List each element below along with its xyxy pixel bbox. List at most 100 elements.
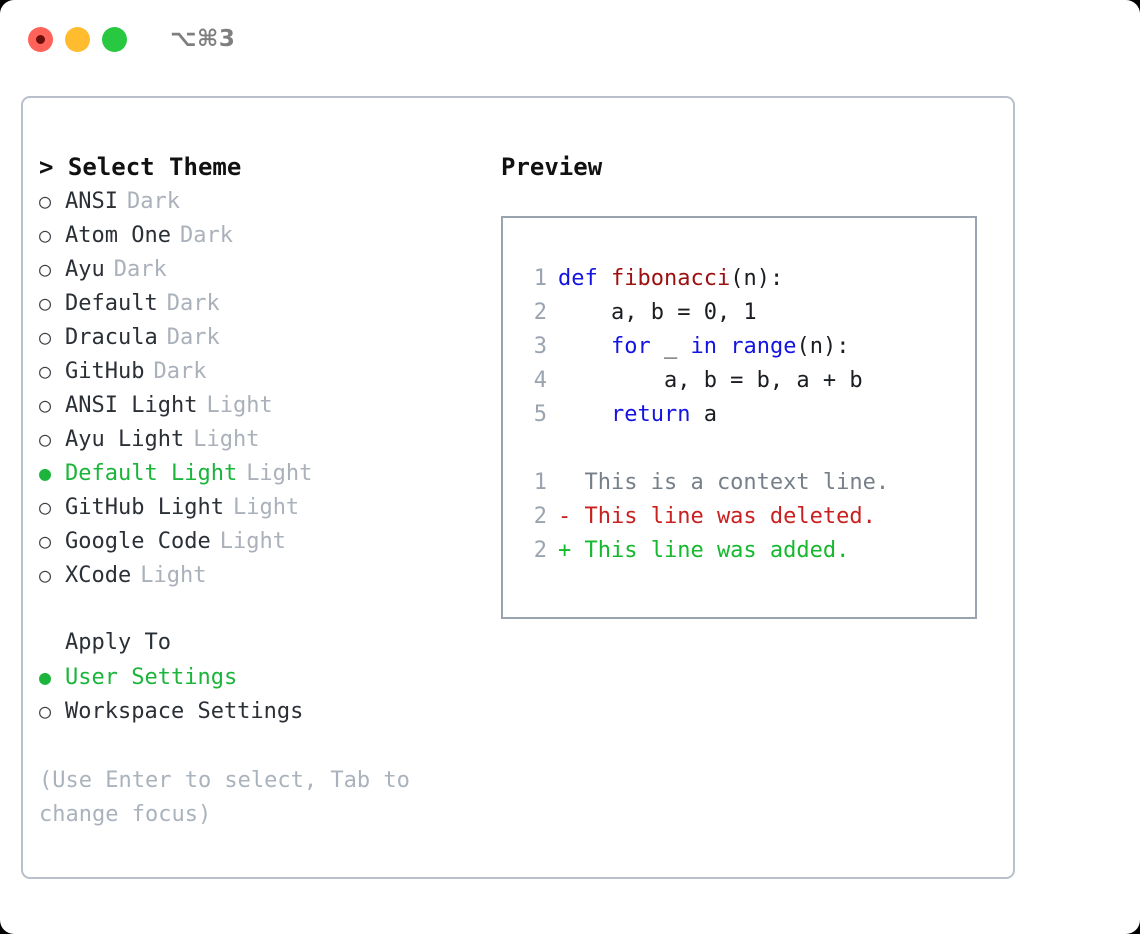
diff-line: 2 + This line was added. bbox=[521, 534, 975, 568]
minimize-light-icon[interactable] bbox=[65, 26, 90, 52]
diff-line: 2- This line was deleted. bbox=[521, 500, 975, 534]
theme-option-default-light[interactable]: ● Default Light Light bbox=[39, 456, 469, 490]
zoom-light-icon[interactable] bbox=[102, 26, 127, 52]
theme-option-label: ANSI Light bbox=[65, 393, 198, 418]
code-token: in bbox=[690, 334, 717, 359]
code-token: a, b = b, a + b bbox=[558, 368, 863, 393]
radio-unselected-icon: ○ bbox=[39, 325, 52, 349]
code-line: 4 a, b = b, a + b bbox=[521, 364, 975, 398]
diff-line: 1 This is a context line. bbox=[521, 466, 975, 500]
radio-selected-icon: ● bbox=[39, 461, 52, 485]
code-token: + This line was added. bbox=[558, 538, 850, 563]
keyboard-shortcut-label: ⌥⌘3 bbox=[170, 26, 236, 52]
radio-unselected-icon: ○ bbox=[39, 189, 52, 213]
radio-unselected-icon: ○ bbox=[39, 223, 52, 247]
code-token bbox=[558, 398, 611, 432]
theme-option-tag: Dark bbox=[179, 223, 233, 248]
apply-to-option-label: User Settings bbox=[65, 665, 238, 690]
window-controls bbox=[28, 26, 127, 52]
code-line: 5 return a bbox=[521, 398, 975, 432]
apply-to-option-workspace-settings[interactable]: ○ Workspace Settings bbox=[39, 694, 469, 728]
theme-option-ayu[interactable]: ○ Ayu Dark bbox=[39, 252, 469, 286]
theme-option-tag: Light bbox=[219, 529, 286, 554]
line-number: 2 bbox=[533, 538, 547, 563]
theme-option-github-light[interactable]: ○ GitHub Light Light bbox=[39, 490, 469, 524]
code-token: range bbox=[730, 334, 797, 359]
theme-option-tag: Light bbox=[232, 495, 300, 520]
theme-option-label: Default Light bbox=[65, 461, 238, 486]
theme-option-label: ANSI bbox=[65, 189, 118, 214]
radio-unselected-icon: ○ bbox=[39, 699, 52, 723]
code-token: _ bbox=[650, 334, 691, 359]
theme-option-label: Ayu bbox=[65, 257, 105, 282]
theme-option-atom-one[interactable]: ○ Atom One Dark bbox=[39, 218, 469, 252]
theme-option-tag: Dark bbox=[126, 189, 180, 214]
theme-option-tag: Dark bbox=[166, 325, 220, 350]
radio-unselected-icon: ○ bbox=[39, 563, 52, 587]
theme-option-tag: Light bbox=[206, 393, 273, 418]
theme-option-tag: Light bbox=[246, 461, 313, 486]
theme-option-tag: Dark bbox=[166, 291, 220, 316]
code-token: This is a context line. bbox=[558, 470, 890, 495]
radio-unselected-icon: ○ bbox=[39, 359, 52, 383]
theme-option-label: GitHub bbox=[65, 359, 145, 384]
radio-selected-icon: ● bbox=[39, 665, 52, 689]
apply-to-heading: ○ Apply To bbox=[39, 626, 469, 660]
theme-option-ansi[interactable]: ○ ANSI Dark bbox=[39, 184, 469, 218]
radio-unselected-icon: ○ bbox=[39, 257, 52, 281]
theme-option-label: Atom One bbox=[65, 223, 171, 248]
code-token bbox=[717, 330, 730, 364]
code-diff-spacer bbox=[521, 432, 975, 466]
code-token: a, b = 0, 1 bbox=[558, 300, 757, 325]
line-number: 3 bbox=[533, 334, 547, 359]
close-light-icon[interactable] bbox=[28, 26, 53, 52]
code-token: fibonacci bbox=[610, 266, 731, 291]
theme-option-label: GitHub Light bbox=[65, 495, 224, 520]
code-token: (n): bbox=[796, 334, 850, 359]
keyboard-hint: (Use Enter to select, Tab to change focu… bbox=[39, 768, 424, 827]
line-number: 2 bbox=[533, 300, 547, 325]
radio-unselected-icon: ○ bbox=[39, 393, 52, 417]
apply-to-heading-marker: ○ bbox=[39, 626, 65, 660]
theme-option-xcode[interactable]: ○ XCode Light bbox=[39, 558, 469, 592]
code-token bbox=[558, 330, 611, 364]
section-spacer bbox=[39, 592, 469, 626]
theme-option-tag: Dark bbox=[113, 257, 167, 282]
code-token: for bbox=[610, 334, 651, 359]
code-token: - This line was deleted. bbox=[558, 504, 876, 529]
theme-option-ansi-light[interactable]: ○ ANSI Light Light bbox=[39, 388, 469, 422]
line-number: 1 bbox=[533, 266, 547, 291]
title-bar: ⌥⌘3 bbox=[0, 0, 1140, 78]
radio-unselected-icon: ○ bbox=[39, 495, 52, 519]
preview-title: Preview bbox=[501, 153, 603, 181]
apply-to-option-label: Workspace Settings bbox=[65, 699, 304, 724]
radio-unselected-icon: ○ bbox=[39, 427, 52, 451]
radio-unselected-icon: ○ bbox=[39, 529, 52, 553]
code-token: return bbox=[610, 402, 691, 427]
apply-to-option-user-settings[interactable]: ● User Settings bbox=[39, 660, 469, 694]
theme-option-tag: Light bbox=[140, 563, 207, 588]
radio-unselected-icon: ○ bbox=[39, 291, 52, 315]
diff-sample: 1 This is a context line.2- This line wa… bbox=[521, 466, 975, 568]
code-token: def bbox=[558, 266, 611, 291]
code-line: 3 for _ in range(n): bbox=[521, 330, 975, 364]
code-token: a bbox=[690, 402, 717, 427]
theme-option-label: Ayu Light bbox=[65, 427, 185, 452]
apply-to-option-list: ● User Settings ○ Workspace Settings bbox=[39, 660, 469, 728]
theme-option-label: Dracula bbox=[65, 325, 158, 350]
code-token: (n): bbox=[730, 266, 784, 291]
apply-to-heading-label: Apply To bbox=[65, 630, 171, 655]
theme-option-dracula[interactable]: ○ Dracula Dark bbox=[39, 320, 469, 354]
line-number: 1 bbox=[533, 470, 547, 495]
theme-option-label: XCode bbox=[65, 563, 132, 588]
